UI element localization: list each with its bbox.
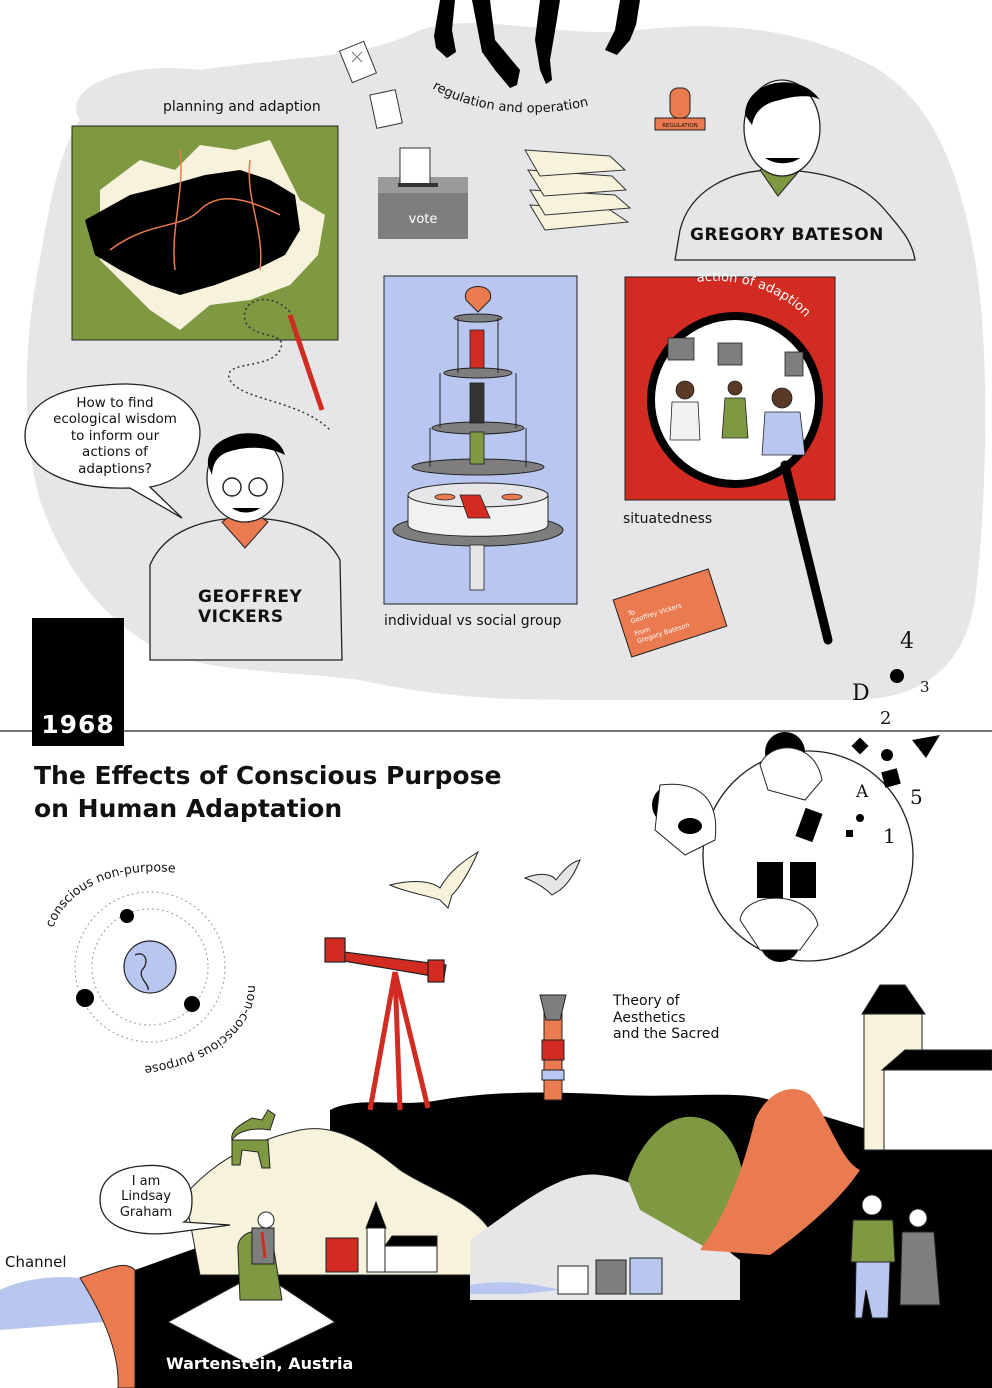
question-line: actions of: [82, 444, 148, 461]
small-bird: [523, 859, 581, 896]
lindsay-bubble: [99, 1164, 231, 1235]
location-label: Wartenstein, Austria: [166, 1354, 354, 1373]
non-conscious-purpose-label: non-conscious purpose: [143, 985, 260, 1078]
year-label: 1968: [41, 710, 115, 739]
page-title: The Effects of Conscious Purpose on Huma…: [34, 760, 501, 825]
lindsay-line: Graham: [119, 1204, 173, 1220]
telescope: [324, 937, 447, 1111]
ballot-papers: [338, 40, 403, 129]
vickers-name: GEOFFREY VICKERS: [198, 587, 302, 628]
question-line: ecological wisdom: [53, 411, 177, 428]
gray-mountain: [470, 1174, 740, 1300]
orbit-diagram: [74, 891, 226, 1043]
eagle-bird: [388, 850, 480, 909]
mark-one: 1: [883, 824, 896, 848]
orbit-dot-right: [184, 996, 200, 1012]
lindsay-line: Lindsay: [121, 1189, 171, 1205]
regulation-stamp-handle: [669, 87, 691, 119]
paper-stack: [524, 149, 632, 231]
non-conscious-purpose-text: non-conscious purpose: [143, 985, 260, 1078]
individual-label: individual vs social group: [384, 613, 562, 629]
mark-two: 2: [880, 708, 891, 729]
seated-man-floor: [166, 1271, 337, 1365]
year-block: [32, 618, 124, 746]
castle: [861, 984, 992, 1151]
magnifier-handle: [780, 460, 833, 645]
lake: [470, 1282, 560, 1294]
olive-hill: [628, 1116, 745, 1250]
theory-line3: and the Sacred: [613, 1026, 720, 1043]
envelope: [612, 568, 728, 658]
theory-line2: Aesthetics: [613, 1009, 686, 1026]
question-line: adaptions?: [78, 460, 152, 477]
title-line1: The Effects of Conscious Purpose: [34, 761, 502, 790]
channel-label: Channel: [5, 1253, 67, 1271]
pencil: [287, 314, 325, 411]
theory-label: Theory of Aesthetics and the Sacred: [613, 993, 719, 1043]
orbit-dot-left: [76, 989, 94, 1007]
orange-peak: [700, 1089, 860, 1255]
walking-couple: [850, 1194, 941, 1319]
mark-d: D: [852, 681, 870, 706]
orange-shore: [79, 1265, 136, 1388]
conscious-non-purpose-label: conscious non-purpose: [42, 859, 177, 929]
bateson-hair: [745, 82, 820, 125]
protesters: [667, 337, 806, 456]
hands-group: [434, 0, 640, 88]
vote-label: vote: [409, 212, 438, 227]
vickers-name-line2: VICKERS: [198, 607, 284, 628]
theory-line1: Theory of: [613, 993, 680, 1009]
question-line: to inform our: [70, 427, 160, 444]
map-routes: [109, 149, 281, 271]
earth-globe: [123, 940, 177, 994]
game-marks: 4 3 D 2 A 5 1: [852, 629, 930, 848]
title-line2: on Human Adaptation: [34, 793, 343, 823]
orbit-dot-top: [120, 909, 134, 923]
bateson-name: GREGORY BATESON: [690, 225, 884, 245]
vickers-hair: [207, 433, 285, 475]
game-table: [652, 669, 940, 962]
question-line: How to find: [76, 395, 154, 411]
regulation-stamp-base: [654, 117, 706, 131]
mark-four: 4: [900, 629, 914, 654]
goat: [231, 1109, 276, 1169]
ballot-in-box: [399, 147, 431, 187]
bateson-body: [674, 169, 916, 261]
tower-people: [434, 329, 523, 591]
seated-man: [237, 1211, 283, 1301]
planning-label: planning and adaption: [163, 99, 321, 115]
mark-a: A: [855, 782, 869, 802]
mark-three: 3: [920, 678, 930, 696]
conscious-non-purpose-text: conscious non-purpose: [42, 859, 177, 929]
mark-five: 5: [910, 785, 923, 809]
envelope-to: To: [626, 608, 636, 618]
question-text: How to find ecological wisdom to inform …: [30, 395, 200, 477]
stamp-label: REGULATION: [662, 123, 698, 129]
lindsay-line: I am: [131, 1174, 161, 1189]
totem-pole: [539, 994, 567, 1101]
lindsay-text: I am Lindsay Graham: [106, 1174, 186, 1220]
vickers-name-line1: GEOFFREY: [198, 587, 303, 607]
village: [325, 1200, 663, 1295]
situatedness-label: situatedness: [623, 511, 713, 527]
question-bubble: [24, 383, 201, 519]
